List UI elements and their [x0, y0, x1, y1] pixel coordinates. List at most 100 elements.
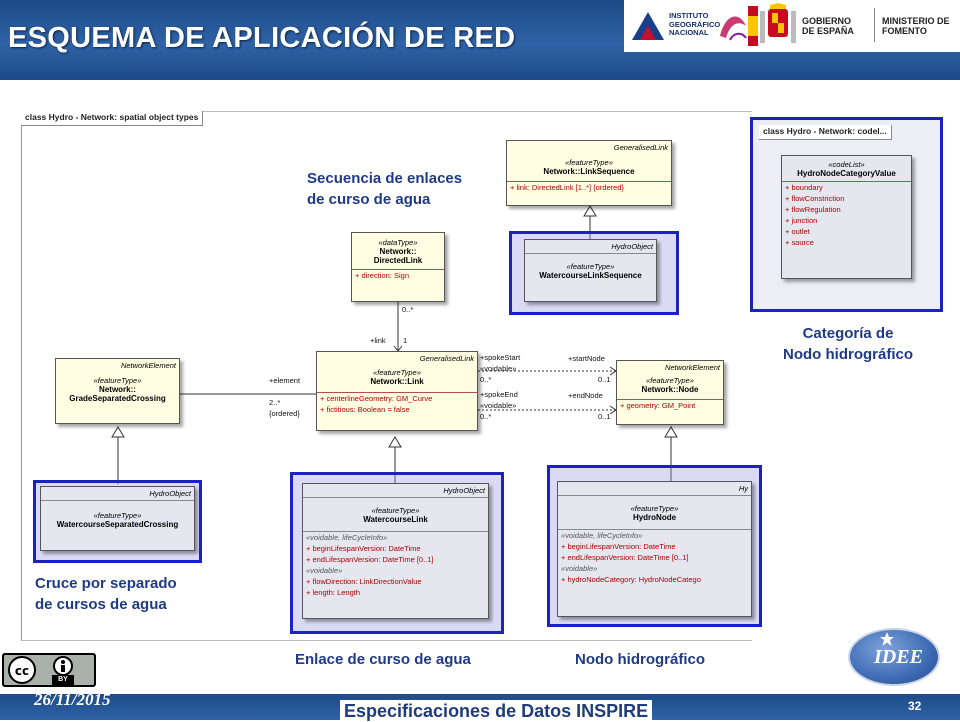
cc-license-badge: cc BY: [2, 653, 96, 687]
connector-label: +spokeEnd: [480, 390, 518, 399]
class-stereotype: «featureType»: [630, 504, 679, 513]
class-parent: Hy: [738, 484, 748, 493]
logos-panel: INSTITUTO GEOGRÁFICO NACIONAL GOBIERNO D…: [624, 0, 960, 52]
connector-label: +startNode: [568, 354, 605, 363]
label-enlace: Enlace de curso de agua: [295, 651, 471, 668]
attribute-group: «voidable»: [306, 566, 343, 575]
class-separator: [41, 500, 194, 501]
ign-logo-text: INSTITUTO GEOGRÁFICO NACIONAL: [669, 11, 721, 37]
class-parent: GeneralisedLink: [613, 143, 668, 152]
label-categoria: Categoría de Nodo hidrográfico: [768, 323, 928, 365]
svg-text:cc: cc: [15, 664, 29, 678]
codelist-tab: class Hydro - Network: codel...: [759, 125, 892, 140]
class-name: WatercourseLink: [363, 515, 428, 524]
class-attribute: + length: Length: [306, 588, 361, 597]
uml-class-watercourse-link-sequence: HydroObject «featureType» WatercourseLin…: [524, 239, 657, 302]
creative-commons-icon: cc: [8, 656, 36, 684]
connector-label: 0..*: [402, 305, 414, 314]
attribution-icon: [53, 656, 73, 676]
connector-label: «voidable»: [480, 364, 517, 373]
class-attribute: + geometry: GM_Point: [620, 401, 696, 410]
ign-logo-icon: [628, 6, 668, 46]
class-stereotype: «featureType»: [646, 376, 694, 385]
idee-logo: IDEE: [848, 628, 940, 686]
class-name: Network::: [379, 247, 417, 256]
codelist-value: + outlet: [785, 227, 810, 236]
class-separator: [782, 181, 911, 182]
uml-class-watercourse-separated-crossing: HydroObject «featureType» WatercourseSep…: [40, 486, 195, 551]
gobierno-logo-text: GOBIERNO DE ESPAÑA: [802, 16, 854, 36]
class-separator: [507, 181, 671, 182]
label-secuencia: Secuencia de enlaces de curso de agua: [307, 168, 462, 210]
class-attribute: + endLifespanVersion: DateTime [0..1]: [306, 555, 434, 564]
connector-label: 0..1: [598, 375, 611, 384]
connector-label: 0..1: [598, 412, 611, 421]
label-line: Secuencia de enlaces: [307, 170, 463, 187]
label-nodo: Nodo hidrográfico: [575, 651, 705, 668]
logos-divider: [874, 8, 875, 42]
attribute-group: «voidable, lifeCycleInfo»: [561, 531, 643, 540]
connector-label: {ordered}: [269, 409, 300, 418]
attribute-group: «voidable»: [561, 564, 598, 573]
uml-class-link-sequence: GeneralisedLink «featureType» Network::L…: [506, 140, 672, 206]
star-icon: [880, 632, 894, 646]
class-name: WatercourseSeparatedCrossing: [56, 520, 179, 529]
class-name: Network::: [99, 385, 136, 394]
label-line: de cursos de agua: [35, 596, 167, 613]
connector-label: +link: [370, 336, 386, 345]
class-attribute: + hydroNodeCategory: HydroNodeCatego: [561, 575, 701, 584]
class-parent: GeneralisedLink: [419, 354, 474, 363]
class-name: WatercourseLinkSequence: [539, 271, 642, 280]
class-attribute: + fictitious: Boolean = false: [320, 405, 410, 414]
label-line: Cruce por separado: [35, 575, 177, 592]
class-attribute: + endLifespanVersion: DateTime [0..1]: [561, 553, 689, 562]
codelist-value: + flowRegulation: [785, 205, 841, 214]
class-separator: [558, 495, 751, 496]
class-separator: [558, 529, 751, 530]
class-separator: [352, 269, 444, 270]
idee-logo-text: IDEE: [874, 646, 923, 668]
class-name: Network::LinkSequence: [543, 167, 635, 176]
spain-flag-icon: [748, 6, 758, 46]
class-stereotype: «featureType»: [93, 376, 142, 385]
ign-swoosh-icon: [720, 16, 747, 41]
class-separator: [617, 399, 723, 400]
class-parent: NetworkElement: [120, 361, 176, 370]
attribute-group: «voidable, lifeCycleInfo»: [306, 533, 388, 542]
class-attribute: + centerlineGeometry: GM_Curve: [320, 394, 433, 403]
connector-label: 0..*: [480, 412, 492, 421]
class-parent: HydroObject: [611, 242, 653, 251]
class-stereotype: «featureType»: [93, 511, 142, 520]
codelist-value: + boundary: [785, 183, 823, 192]
connector-label: 2..*: [269, 398, 281, 407]
class-parent: HydroObject: [149, 489, 191, 498]
class-attribute: + link: DirectedLink [1..*] {ordered}: [510, 183, 625, 192]
label-line: de curso de agua: [307, 191, 431, 208]
codelist-name: HydroNodeCategoryValue: [797, 169, 896, 178]
codelist-value: + junction: [785, 216, 818, 225]
class-name: Network::Node: [641, 385, 699, 394]
uml-class-hydro-node-category-value: «codeList» HydroNodeCategoryValue + boun…: [781, 155, 912, 279]
class-attribute: + beginLifespanVersion: DateTime: [561, 542, 676, 551]
class-attribute: + direction: Sign: [355, 271, 409, 280]
codelist-value: + flowConstriction: [785, 194, 845, 203]
class-separator: [525, 253, 656, 254]
class-name: GradeSeparatedCrossing: [69, 394, 166, 403]
connector-label: +spokeStart: [480, 353, 521, 362]
uml-class-grade-separated-crossing: NetworkElement «featureType» Network:: G…: [55, 358, 180, 424]
connector-label: +endNode: [568, 391, 603, 400]
uml-class-directed-link: «dataType» Network:: DirectedLink + dire…: [351, 232, 445, 302]
uml-class-network-link: GeneralisedLink «featureType» Network::L…: [316, 351, 478, 431]
label-cruce: Cruce por separado de cursos de agua: [35, 573, 177, 615]
uml-class-hydro-node: Hy «featureType» HydroNode «voidable, li…: [557, 481, 752, 617]
class-stereotype: «dataType»: [378, 238, 418, 247]
connector-label: +element: [269, 376, 301, 385]
footer-date: 26/11/2015: [34, 690, 111, 709]
ministerio-logo-text: MINISTERIO DE FOMENTO: [882, 16, 950, 36]
class-attribute: + beginLifespanVersion: DateTime: [306, 544, 421, 553]
class-name: Network::Link: [370, 377, 424, 386]
diagram-tab: class Hydro - Network: spatial object ty…: [21, 111, 204, 126]
page-number: 32: [908, 699, 922, 713]
class-parent: NetworkElement: [664, 363, 720, 372]
class-stereotype: «featureType»: [565, 158, 613, 167]
